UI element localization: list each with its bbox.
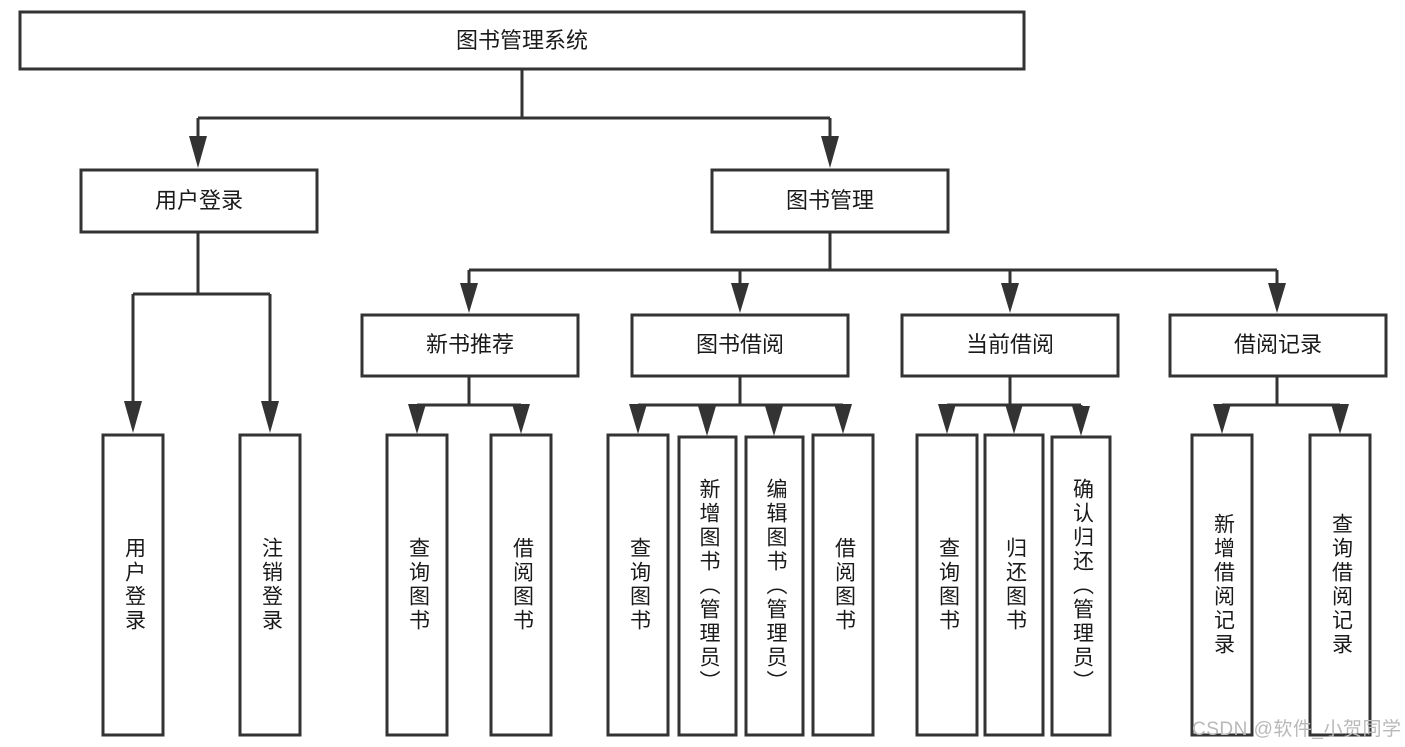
- arrow-head-leaf-edit-book: [765, 406, 783, 436]
- node-box-leaf-query-book-2[interactable]: [606, 433, 670, 737]
- node-user-login[interactable]: 用户登录: [79, 168, 319, 234]
- arrow-head-leaf-borrow-book-2: [834, 404, 852, 434]
- node-box-current-borrow[interactable]: [900, 313, 1120, 378]
- arrow-head-leaf-query-book-2: [629, 404, 647, 434]
- arrow-head-current-borrow: [1001, 283, 1019, 313]
- connector-group-borrow-record: [1213, 376, 1349, 434]
- node-box-leaf-query-book-3[interactable]: [915, 433, 979, 737]
- node-box-leaf-query-book-1[interactable]: [385, 433, 449, 737]
- node-box-leaf-borrow-book-1[interactable]: [489, 433, 553, 737]
- arrow-head-book-borrow: [731, 283, 749, 313]
- node-box-leaf-add-record[interactable]: [1190, 433, 1254, 737]
- arrow-head-user-login: [189, 136, 207, 168]
- node-box-leaf-confirm-return[interactable]: [1050, 435, 1112, 737]
- arrow-head-leaf-query-record: [1331, 404, 1349, 434]
- arrow-head-leaf-borrow-book-1: [512, 404, 530, 434]
- node-box-book-manage[interactable]: [710, 168, 950, 234]
- node-book-manage[interactable]: 图书管理: [710, 168, 950, 234]
- leaf-boxes-borrow-record: [1190, 433, 1372, 737]
- connector-group-new-book-rec: [408, 376, 530, 434]
- node-box-leaf-add-book[interactable]: [677, 435, 738, 737]
- node-box-leaf-return-book[interactable]: [983, 433, 1045, 737]
- node-book-borrow[interactable]: 图书借阅: [630, 313, 850, 378]
- connector-group-book-manage: [460, 232, 1286, 313]
- leaf-boxes-new-book-rec: [385, 433, 553, 737]
- arrow-head-leaf-query-book-3: [938, 404, 956, 434]
- node-box-leaf-logout[interactable]: [238, 433, 302, 737]
- node-box-leaf-borrow-book-2[interactable]: [811, 433, 875, 737]
- node-label-user-login: 用户登录: [155, 188, 243, 213]
- node-new-book-rec[interactable]: 新书推荐: [360, 313, 580, 378]
- node-label-book-manage: 图书管理: [786, 188, 874, 213]
- connector-group-user-login: [124, 232, 279, 433]
- node-box-book-borrow[interactable]: [630, 313, 850, 378]
- arrow-head-new-book-rec: [460, 283, 478, 313]
- csdn-watermark: CSDN @软件_小贺同学: [1192, 719, 1402, 740]
- node-label-book-borrow: 图书借阅: [696, 332, 784, 357]
- node-box-leaf-edit-book[interactable]: [744, 435, 805, 737]
- node-box-leaf-user-login[interactable]: [101, 433, 165, 737]
- arrow-head-leaf-return-book: [1005, 404, 1023, 434]
- arrow-head-leaf-add-record: [1213, 404, 1231, 434]
- node-label-current-borrow: 当前借阅: [966, 332, 1054, 357]
- arrow-head-book-manage: [821, 136, 839, 168]
- node-box-borrow-record[interactable]: [1168, 313, 1388, 378]
- arrow-head-leaf-logout: [261, 401, 279, 433]
- arrow-head-borrow-record: [1268, 283, 1286, 313]
- connector-group-book-borrow: [629, 376, 852, 436]
- arrow-head-leaf-add-book: [698, 406, 716, 436]
- node-label-root: 图书管理系统: [456, 28, 588, 53]
- arrow-head-leaf-query-book-1: [408, 404, 426, 434]
- node-root[interactable]: 图书管理系统: [18, 10, 1026, 71]
- leaf-boxes-book-borrow: [606, 433, 875, 737]
- connector-group-root: [189, 69, 839, 168]
- leaf-boxes-current-borrow: [915, 433, 1112, 737]
- node-box-leaf-query-record[interactable]: [1308, 433, 1372, 737]
- node-label-new-book-rec: 新书推荐: [426, 332, 514, 357]
- leaf-boxes-user-login: [101, 433, 302, 737]
- node-box-root[interactable]: [18, 10, 1026, 71]
- node-borrow-record[interactable]: 借阅记录: [1168, 313, 1388, 378]
- arrow-head-leaf-confirm-return: [1072, 406, 1090, 436]
- node-label-borrow-record: 借阅记录: [1234, 332, 1322, 357]
- connector-group-current-borrow: [938, 376, 1090, 436]
- arrow-head-leaf-user-login: [124, 401, 142, 433]
- node-box-new-book-rec[interactable]: [360, 313, 580, 378]
- node-box-user-login[interactable]: [79, 168, 319, 234]
- node-current-borrow[interactable]: 当前借阅: [900, 313, 1120, 378]
